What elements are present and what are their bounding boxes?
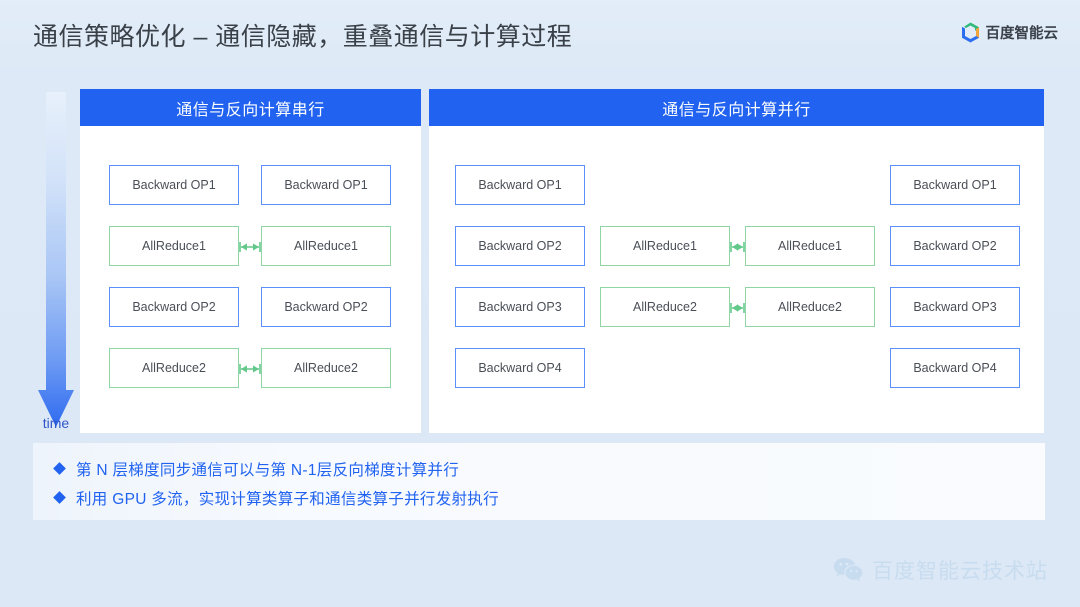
wechat-icon xyxy=(833,557,863,583)
watermark-text: 百度智能云技术站 xyxy=(872,560,1048,583)
page-title: 通信策略优化 – 通信隐藏，重叠通信与计算过程 xyxy=(33,23,573,51)
watermark: 百度智能云技术站 xyxy=(833,555,1048,585)
comm-node: AllReduce2 xyxy=(600,287,730,327)
compute-node: Backward OP2 xyxy=(109,287,239,327)
baidu-cloud-hexagon-logo-icon xyxy=(961,22,980,43)
compute-node: Backward OP2 xyxy=(261,287,391,327)
compute-node: Backward OP2 xyxy=(455,226,585,266)
comm-node: AllReduce2 xyxy=(745,287,875,327)
compute-node: Backward OP4 xyxy=(455,348,585,388)
compute-node: Backward OP1 xyxy=(455,165,585,205)
compute-node: Backward OP1 xyxy=(890,165,1020,205)
comm-node: AllReduce1 xyxy=(745,226,875,266)
double-arrow-icon xyxy=(730,240,745,252)
time-axis-label: time xyxy=(42,415,70,431)
comm-node: AllReduce1 xyxy=(261,226,391,266)
time-axis-arrow xyxy=(38,92,74,427)
compute-node: Backward OP3 xyxy=(455,287,585,327)
compute-node: Backward OP2 xyxy=(890,226,1020,266)
brand-name: 百度智能云 xyxy=(985,26,1059,42)
double-arrow-icon xyxy=(239,240,261,252)
brand-logo: 百度智能云 xyxy=(961,22,1059,43)
diamond-bullet-icon xyxy=(53,491,66,504)
key-points-panel: 第 N 层梯度同步通信可以与第 N-1层反向梯度计算并行 利用 GPU 多流，实… xyxy=(33,443,1045,520)
bullet-text: 第 N 层梯度同步通信可以与第 N-1层反向梯度计算并行 xyxy=(76,461,459,479)
double-arrow-icon xyxy=(730,301,745,313)
panel-parallel-title: 通信与反向计算并行 xyxy=(429,89,1044,126)
list-item: 利用 GPU 多流，实现计算类算子和通信类算子并行发射执行 xyxy=(53,484,1045,511)
compute-node: Backward OP1 xyxy=(109,165,239,205)
compute-node: Backward OP1 xyxy=(261,165,391,205)
comm-node: AllReduce2 xyxy=(109,348,239,388)
double-arrow-icon xyxy=(239,362,261,374)
comm-node: AllReduce2 xyxy=(261,348,391,388)
bullet-text: 利用 GPU 多流，实现计算类算子和通信类算子并行发射执行 xyxy=(76,490,499,508)
diamond-bullet-icon xyxy=(53,462,66,475)
compute-node: Backward OP4 xyxy=(890,348,1020,388)
list-item: 第 N 层梯度同步通信可以与第 N-1层反向梯度计算并行 xyxy=(53,455,1045,482)
comm-node: AllReduce1 xyxy=(600,226,730,266)
panel-serial-title: 通信与反向计算串行 xyxy=(80,89,421,126)
comm-node: AllReduce1 xyxy=(109,226,239,266)
compute-node: Backward OP3 xyxy=(890,287,1020,327)
